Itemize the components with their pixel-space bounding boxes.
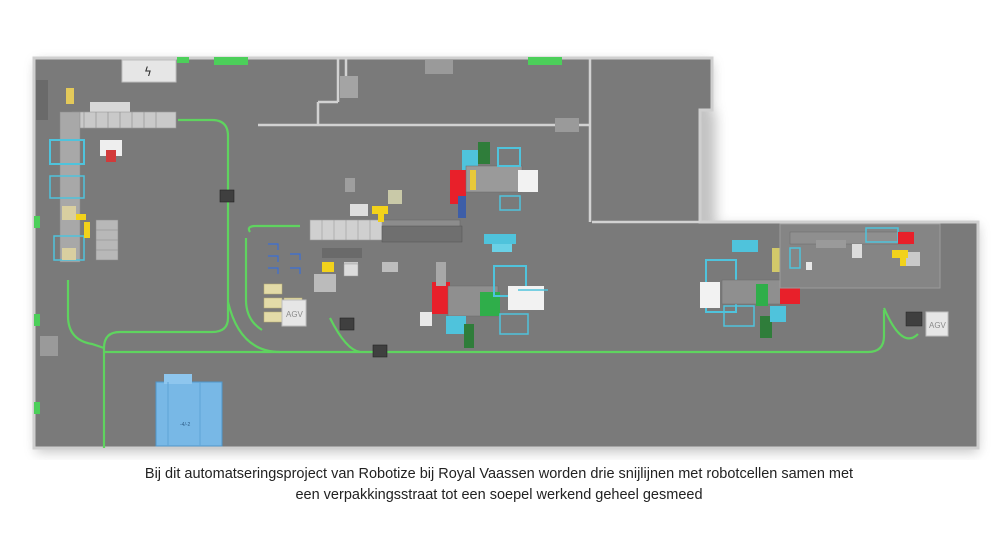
robot-arm-center (322, 206, 388, 272)
door (177, 57, 189, 63)
cold-store (155, 374, 223, 447)
cutting-cell-upper (450, 142, 538, 218)
cutting-cell-lower (432, 234, 548, 348)
door (34, 216, 40, 228)
door (528, 57, 562, 65)
agv-route (66, 118, 919, 448)
door (34, 314, 40, 326)
agv-parking-1 (281, 299, 307, 327)
caption-line-1: Bij dit automatseringsproject van Roboti… (144, 466, 854, 482)
agv-parking-2 (925, 311, 949, 337)
caption: Bij dit automatseringsproject van Roboti… (0, 464, 998, 506)
door (34, 402, 40, 414)
left-shaft (36, 80, 48, 120)
electrical-room (121, 59, 177, 83)
lightning-icon: ϟ (144, 65, 152, 79)
cutting-cell-right (700, 240, 800, 338)
robot-arm-left (76, 214, 90, 238)
intake-line (40, 88, 177, 356)
door (214, 57, 248, 65)
robot-arm-right (892, 250, 908, 266)
agv-label-1: AGV (286, 310, 304, 319)
cold-store-label: -4/-2 (180, 422, 191, 428)
utility-block (340, 76, 358, 98)
exit-doors (34, 57, 562, 414)
utility-block (425, 60, 453, 74)
rack-markers (268, 243, 301, 274)
agv-label-2: AGV (929, 321, 947, 330)
caption-line-2: een verpakkingsstraat tot een soepel wer… (295, 487, 703, 503)
utility-block (555, 118, 579, 132)
interior-walls (258, 58, 700, 224)
utility-block (345, 178, 355, 192)
packaging-line (779, 223, 941, 289)
factory-floor-plan: ϟ (32, 56, 980, 452)
agv-stop-right (905, 311, 923, 327)
